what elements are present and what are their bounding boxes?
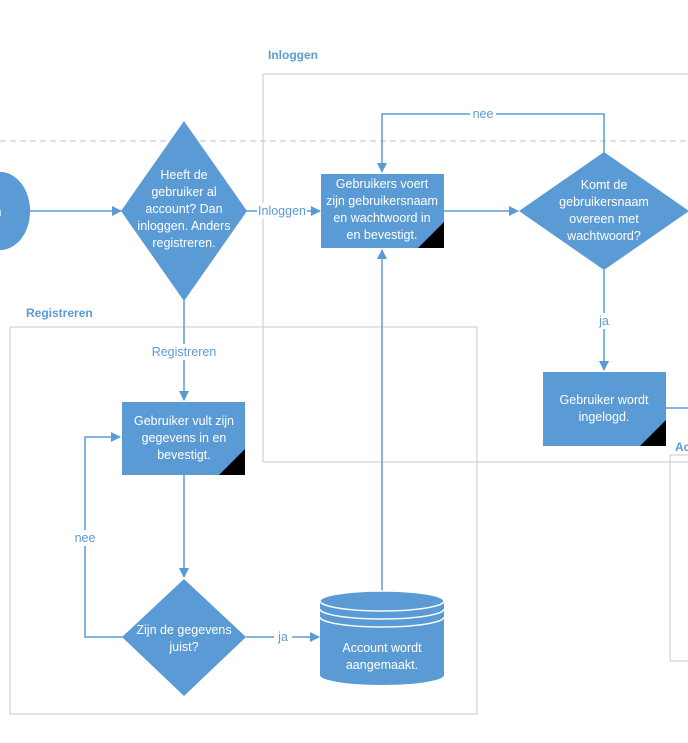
decision-credentials-match-text: Komt de gebruikersnaam overeen met wachtwoo…	[559, 178, 649, 243]
database-account-created	[319, 590, 445, 685]
start-terminator-body	[0, 172, 30, 250]
edge-label-registreren: Registreren	[152, 345, 217, 359]
node-label-line: gebruiker al	[151, 185, 216, 199]
decision-has-account-text: Heeft de gebruiker al account? Dan inloggen…	[137, 168, 230, 250]
edge-match-no-loop	[377, 113, 605, 173]
node-label-line: Gebruikers voert	[336, 177, 429, 191]
decision-data-correct-text: Zijn de gegevens juist?	[136, 623, 231, 654]
node-label-line: account? Dan	[145, 202, 222, 216]
decision-credentials-match	[519, 152, 688, 270]
lane-inloggen	[262, 73, 688, 463]
node-label-line: bevestigt.	[157, 448, 211, 462]
lane-account	[669, 454, 688, 662]
node-label-line: n	[0, 205, 2, 219]
node-label-line: inloggen. Anders	[137, 219, 230, 233]
node-label-line: Heeft de	[160, 168, 207, 182]
node-label-line: en wachtwoord in	[333, 211, 430, 225]
node-label-line: overeen met	[569, 212, 639, 226]
node-label-line: zijn gebruikersnaam	[326, 194, 438, 208]
node-label-line: Zijn de gegevens	[136, 623, 231, 637]
process-logged-in	[543, 372, 666, 446]
node-label-line: juist?	[168, 640, 198, 654]
lane-title-account: Ac	[675, 440, 688, 454]
corner-mark	[219, 449, 245, 475]
node-label-line: wachtwoord?	[566, 229, 641, 243]
lane-title-registreren: Registreren	[26, 306, 93, 320]
edge-label-inloggen: Inloggen	[258, 204, 306, 218]
node-label-line: gegevens in en	[142, 431, 227, 445]
process-enter-credentials-text: Gebruikers voert zijn gebruikersnaam en wa…	[326, 177, 438, 242]
node-label-line: en bevestigt.	[347, 228, 418, 242]
node-label-line: Komt de	[581, 178, 628, 192]
node-label-line: registreren.	[152, 236, 215, 250]
process-fill-details	[122, 402, 245, 475]
node-label-line: Gebruiker wordt	[560, 393, 649, 407]
edge-label-correct-no: nee	[75, 531, 96, 545]
lane-title-inloggen: Inloggen	[268, 48, 318, 62]
corner-mark	[418, 222, 444, 248]
process-enter-credentials	[321, 174, 444, 248]
node-label-line: Gebruiker vult zijn	[134, 414, 234, 428]
edge-label-match-no: nee	[473, 107, 494, 121]
lane-registreren	[9, 326, 478, 715]
start-terminator-text: n	[0, 205, 2, 219]
corner-mark	[640, 420, 666, 446]
edge-label-correct-yes: ja	[277, 630, 288, 644]
edge-label-match-yes: ja	[598, 314, 609, 328]
node-label-line: aangemaakt.	[346, 658, 418, 672]
decision-data-correct	[122, 579, 246, 696]
node-label-line: ingelogd.	[579, 410, 630, 424]
database-account-created-text: Account wordt aangemaakt.	[342, 641, 422, 672]
node-label-line: gebruikersnaam	[559, 195, 649, 209]
decision-has-account	[121, 121, 247, 301]
process-fill-details-text: Gebruiker vult zijn gegevens in en bevesti…	[134, 414, 234, 462]
node-label-line: Account wordt	[342, 641, 422, 655]
process-logged-in-text: Gebruiker wordt ingelogd.	[560, 393, 649, 424]
